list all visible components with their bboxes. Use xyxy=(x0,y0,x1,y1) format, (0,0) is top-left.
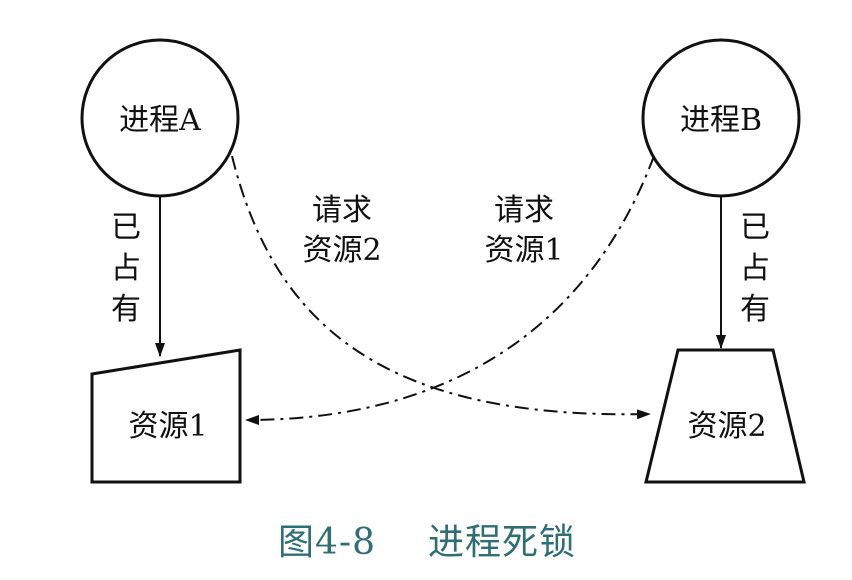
resource-1-node: 资源1 xyxy=(90,348,242,484)
resource-2-node: 资源2 xyxy=(644,348,806,484)
request-right-line-2: 资源1 xyxy=(484,233,563,268)
held-left-char-1: 已 xyxy=(111,210,141,245)
process-a-node: 进程A xyxy=(80,38,240,198)
figure-title: 进程死锁 xyxy=(428,522,576,563)
held-left-char-3: 有 xyxy=(111,292,141,327)
held-label-left: 已 占 有 xyxy=(111,210,141,327)
request-left-line-2: 资源2 xyxy=(302,233,381,268)
resource-2-shape xyxy=(644,348,806,484)
held-left-char-2: 占 xyxy=(111,251,141,286)
process-b-node: 进程B xyxy=(641,38,801,198)
request-label-left: 请求 资源2 xyxy=(302,193,381,268)
process-b-label: 进程B xyxy=(680,103,762,138)
figure-number: 图4-8 xyxy=(278,522,376,563)
request-left-line-1: 请求 xyxy=(312,193,372,228)
request-right-line-1: 请求 xyxy=(494,193,554,228)
resource-1-shape xyxy=(90,348,242,484)
held-right-char-2: 占 xyxy=(740,251,770,286)
held-right-char-1: 已 xyxy=(740,210,770,245)
request-label-right: 请求 资源1 xyxy=(484,193,563,268)
process-a-label: 进程A xyxy=(119,103,201,138)
resource-2-label: 资源2 xyxy=(687,409,766,444)
request-arrow-a-to-resource-2 xyxy=(231,155,651,420)
held-right-char-3: 有 xyxy=(740,292,770,327)
request-arrow-b-to-resource-1 xyxy=(245,155,655,425)
held-label-right: 已 占 有 xyxy=(740,210,770,327)
resource-1-label: 资源1 xyxy=(128,409,207,444)
figure-caption: 图4-8 进程死锁 xyxy=(278,522,576,563)
